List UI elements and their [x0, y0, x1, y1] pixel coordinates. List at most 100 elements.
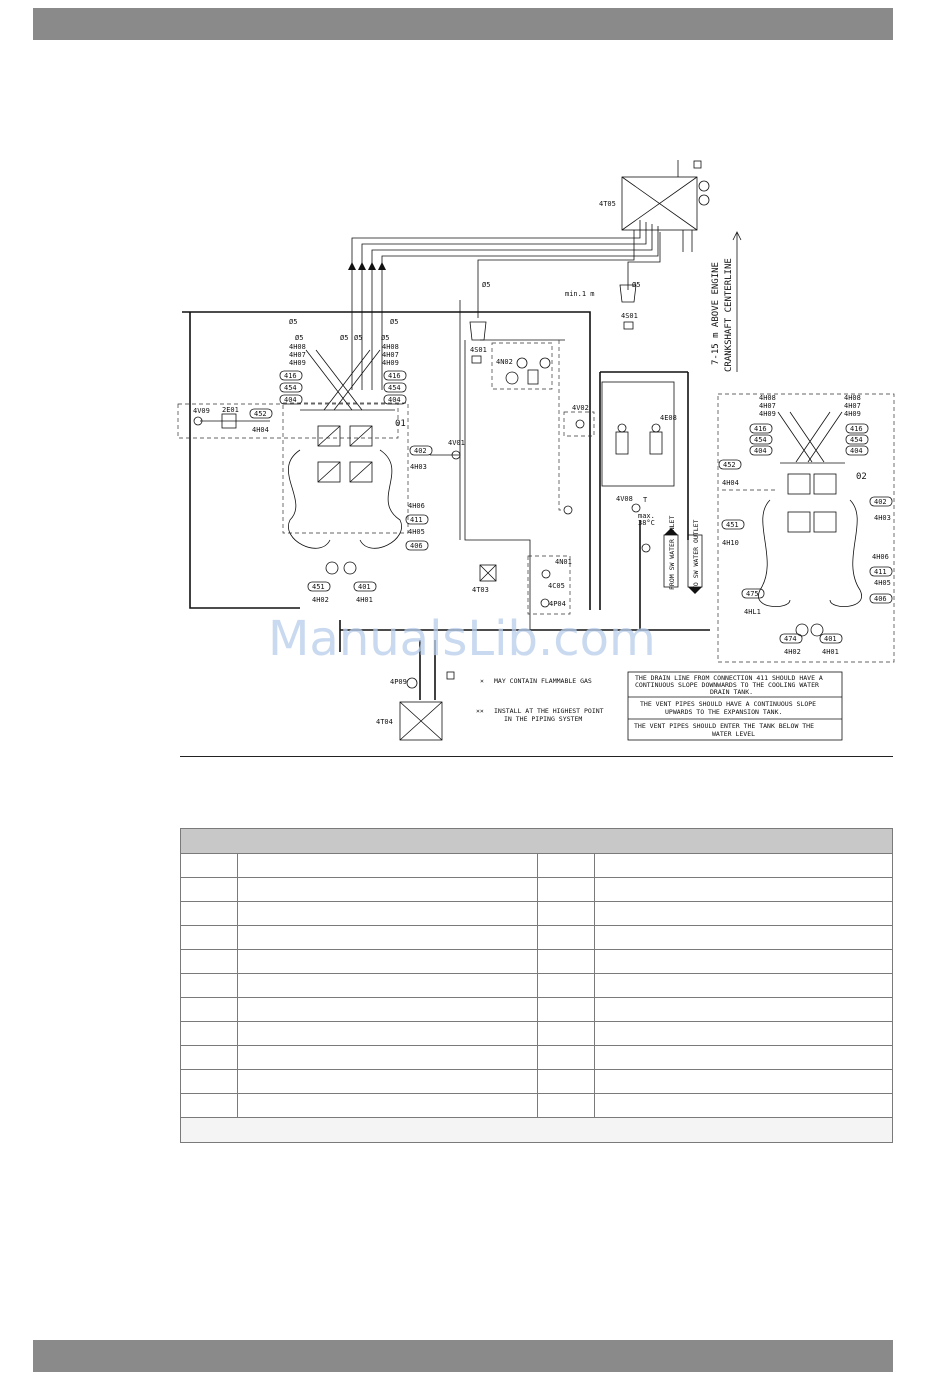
separator-line	[180, 756, 893, 757]
vent-pipes	[348, 220, 661, 390]
svg-text:4H02: 4H02	[784, 648, 801, 656]
svg-text:416: 416	[284, 372, 297, 380]
table-row	[180, 877, 893, 902]
svg-text:Ø5: Ø5	[390, 318, 398, 326]
svg-text:4H03: 4H03	[410, 463, 427, 471]
svg-text:4H09: 4H09	[759, 410, 776, 418]
svg-text:4E08: 4E08	[660, 414, 677, 422]
svg-text:IN THE PIPING SYSTEM: IN THE PIPING SYSTEM	[504, 715, 582, 723]
note-line-6: THE VENT PIPES SHOULD ENTER THE TANK BEL…	[634, 722, 814, 730]
svg-text:452: 452	[723, 461, 736, 469]
engine-label-01: 01	[395, 419, 406, 429]
svg-text:4N01: 4N01	[555, 558, 572, 566]
deaeration-section: 4S01 4N02 min.1 m 4S01 Ø5 Ø5	[469, 281, 640, 390]
svg-text:4H09: 4H09	[382, 359, 399, 367]
svg-text:4H08: 4H08	[289, 343, 306, 351]
svg-text:Ø5: Ø5	[632, 281, 640, 289]
table-row	[180, 1021, 893, 1046]
engine-label-02: 02	[856, 472, 867, 482]
footer-bar	[33, 1340, 893, 1372]
table-row	[180, 1093, 893, 1118]
component-table	[180, 828, 893, 1143]
engine-01: 01	[282, 402, 409, 575]
main-pipework	[182, 300, 710, 700]
table-row	[180, 949, 893, 974]
svg-text:404: 404	[388, 396, 401, 404]
svg-text:475: 475	[746, 590, 759, 598]
table-header-row	[180, 828, 893, 854]
svg-text:4H06: 4H06	[872, 553, 889, 561]
note-line-7: WATER LEVEL	[712, 730, 755, 738]
svg-text:2E01: 2E01	[222, 406, 239, 414]
svg-text:4V01: 4V01	[448, 439, 465, 447]
engine-01-connections: Ø5 Ø5 Ø5 Ø5 Ø5 Ø5 4H08 4H07 4H09 4H08 4H…	[249, 318, 433, 604]
svg-text:454: 454	[284, 384, 297, 392]
note-line-5: UPWARDS TO THE EXPANSION TANK.	[665, 708, 782, 716]
svg-text:451: 451	[312, 583, 325, 591]
expansion-tank-4t05: 4T05	[599, 160, 710, 252]
svg-text:454: 454	[754, 436, 767, 444]
svg-text:406: 406	[874, 595, 887, 603]
svg-text:4C05: 4C05	[548, 582, 565, 590]
svg-text:4H02: 4H02	[312, 596, 329, 604]
svg-text:4P04: 4P04	[549, 600, 566, 608]
notes-box: THE DRAIN LINE FROM CONNECTION 411 SHOUL…	[627, 671, 843, 741]
drain-tank-4t04: 4T04 4P09	[376, 671, 455, 741]
svg-text:416: 416	[388, 372, 401, 380]
svg-text:4P09: 4P09	[390, 678, 407, 686]
cooling-water-system-diagram: 4T05 7-15 m ABOVE ENGINE CRANKSHAFT CENT…	[177, 160, 895, 741]
svg-text:4H07: 4H07	[289, 351, 306, 359]
svg-text:38°C: 38°C	[638, 519, 655, 527]
svg-text:404: 404	[284, 396, 297, 404]
svg-text:401: 401	[358, 583, 371, 591]
table-row	[180, 925, 893, 950]
svg-text:4H04: 4H04	[252, 426, 269, 434]
svg-text:×: ×	[480, 677, 484, 685]
engine-02-inset: 02 4H08 4H07 4H09 4H08 4H07 4H09 416 454…	[717, 393, 895, 663]
watermark: ManualsLib.com	[268, 611, 656, 667]
svg-text:454: 454	[388, 384, 401, 392]
svg-text:4HL1: 4HL1	[744, 608, 761, 616]
svg-text:Ø5: Ø5	[289, 318, 297, 326]
svg-text:452: 452	[254, 410, 267, 418]
svg-text:4T03: 4T03	[472, 586, 489, 594]
svg-text:4H08: 4H08	[844, 394, 861, 402]
header-bar	[33, 8, 893, 40]
svg-text:INSTALL AT THE HIGHEST POINT: INSTALL AT THE HIGHEST POINT	[494, 707, 604, 715]
svg-text:Ø5: Ø5	[295, 334, 303, 342]
svg-text:454: 454	[850, 436, 863, 444]
svg-text:Ø5: Ø5	[482, 281, 490, 289]
from-sw-label: FROM SW WATER INLET	[668, 516, 676, 590]
svg-text:416: 416	[850, 425, 863, 433]
svg-text:4H01: 4H01	[356, 596, 373, 604]
svg-text:4H09: 4H09	[844, 410, 861, 418]
svg-text:4S01: 4S01	[621, 312, 638, 320]
svg-text:4H10: 4H10	[722, 539, 739, 547]
svg-text:411: 411	[410, 516, 423, 524]
note-line-4: THE VENT PIPES SHOULD HAVE A CONTINUOUS …	[640, 700, 816, 708]
table-row	[180, 1069, 893, 1094]
svg-text:××: ××	[476, 707, 484, 715]
svg-text:411: 411	[874, 568, 887, 576]
table-row	[180, 901, 893, 926]
svg-text:416: 416	[754, 425, 767, 433]
svg-text:401: 401	[824, 635, 837, 643]
table-row	[180, 997, 893, 1022]
svg-text:4H08: 4H08	[759, 394, 776, 402]
svg-text:4N02: 4N02	[496, 358, 513, 366]
svg-text:4H01: 4H01	[822, 648, 839, 656]
note-line-3: DRAIN TANK.	[710, 688, 753, 696]
svg-text:402: 402	[414, 447, 427, 455]
svg-text:4H08: 4H08	[382, 343, 399, 351]
symbol-legend: × MAY CONTAIN FLAMMABLE GAS ×× INSTALL A…	[476, 677, 604, 723]
svg-text:4V08: 4V08	[616, 495, 633, 503]
svg-text:Ø5: Ø5	[354, 334, 362, 342]
svg-text:max.: max.	[638, 512, 655, 520]
crankshaft-note: 7-15 m ABOVE ENGINE CRANKSHAFT CENTERLIN…	[711, 231, 742, 372]
svg-text:4H04: 4H04	[722, 479, 739, 487]
svg-text:4H09: 4H09	[289, 359, 306, 367]
svg-text:min.1 m: min.1 m	[565, 290, 595, 298]
svg-text:T: T	[643, 496, 648, 504]
svg-text:4V09: 4V09	[193, 407, 210, 415]
svg-text:4H05: 4H05	[874, 579, 891, 587]
